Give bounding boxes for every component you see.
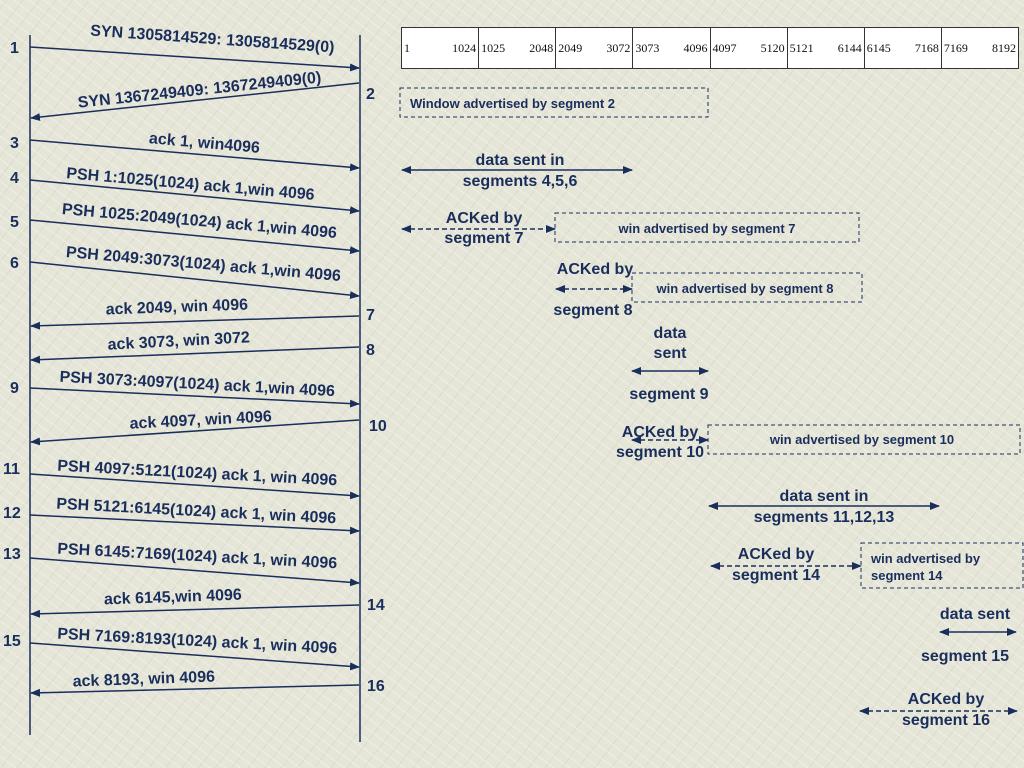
segment-arrow [30,684,360,697]
segment-arrow [30,346,360,364]
window-boxes: Window advertised by segment 2 win adver… [399,87,1024,589]
segment-label: PSH 1:1025(1024) ack 1,win 4096 [66,165,316,204]
segment-number: 13 [3,546,21,563]
annotation-acked-10: segment 10 [616,444,704,461]
segment-label: ack 1, win4096 [148,130,260,157]
segment-message: ack 8193, win 4096 16 [30,669,385,697]
annotation-data-sent-15: segment 15 [921,648,1009,665]
segment-number: 7 [366,307,375,324]
annotation-acked-8: ACKed by [557,261,634,278]
annotation-data-sent-4-5-6: segments 4,5,6 [463,173,578,190]
segment-message: ack 3073, win 3072 8 [30,329,375,364]
annotations: data sent in segments 4,5,6 ACKed by seg… [401,152,1018,729]
annotation-data-sent-11-12-13: data sent in [780,488,869,505]
segment-arrow [29,179,360,215]
window-box-text: win advertised by segment 7 [617,221,795,236]
window-box-text: segment 14 [871,568,943,583]
window-box-text: win advertised by segment 10 [769,432,954,447]
segment-number: 1 [10,40,19,57]
segment-label: ack 8193, win 4096 [72,669,215,691]
annotation-data-sent-11-12-13: segments 11,12,13 [754,509,895,526]
segment-number: 3 [10,135,19,152]
segment-arrow [30,604,360,618]
window-box-text: win advertised by segment 8 [655,281,833,296]
segment-arrow [30,82,360,122]
window-box-text: Window advertised by segment 2 [410,96,615,111]
annotation-acked-7: ACKed by [446,210,523,227]
window-box-text: win advertised by [870,551,981,566]
annotation-data-sent-15: data sent [940,606,1011,623]
annotation-data-sent-9: segment 9 [629,386,708,403]
segment-number: 6 [10,255,19,272]
annotation-acked-16: segment 16 [902,712,990,729]
segment-message: PSH 6145:7169(1024) ack 1, win 4096 13 [3,541,360,587]
segment-number: 14 [367,597,385,614]
annotation-acked-10: ACKed by [622,424,699,441]
annotation-acked-16: ACKed by [908,691,985,708]
segment-arrow [30,315,360,330]
window-box-segment-14 [860,542,1024,589]
segment-number: 16 [367,678,385,695]
segment-message: SYN 1367249409: 1367249409(0)2 [30,69,375,122]
segment-message: PSH 2049:3073(1024) ack 1,win 4096 6 [10,244,360,300]
segment-number: 4 [10,170,19,187]
segment-message: ack 6145,win 4096 14 [30,587,385,618]
annotation-acked-14: segment 14 [732,567,820,584]
segment-arrow [29,219,360,255]
annotation-data-sent-9: sent [654,345,688,362]
window-box-segment-8 [631,272,863,303]
segment-message: ack 1, win4096 3 [10,130,360,172]
segment-number: 10 [369,418,387,435]
segment-label: PSH 6145:7169(1024) ack 1, win 4096 [57,541,338,573]
segment-label: ack 6145,win 4096 [104,587,242,609]
annotation-acked-14: ACKed by [738,546,815,563]
segment-label: ack 3073, win 3072 [107,329,250,353]
annotation-acked-7: segment 7 [444,230,523,247]
segment-number: 11 [3,461,20,478]
segment-message: ack 2049, win 4096 7 [30,297,375,330]
annotation-data-sent-9: data [654,325,687,342]
annotation-data-sent-4-5-6: data sent in [476,152,565,169]
segment-arrow [29,139,360,172]
segment-message: SYN 1305814529: 1305814529(0) 1 [10,22,360,72]
window-box-segment-2 [399,87,709,118]
segment-number: 12 [3,505,21,522]
segment-arrow [29,261,360,300]
segment-arrow [29,473,360,500]
segment-number: 9 [10,380,19,397]
segment-label: ack 4097, win 4096 [129,408,272,432]
segment-number: 8 [366,342,375,359]
segment-arrow [29,557,360,587]
segment-message: PSH 7169:8193(1024) ack 1, win 4096 15 [3,626,360,671]
segment-arrow [29,46,360,72]
segment-label: PSH 2049:3073(1024) ack 1,win 4096 [65,244,341,285]
segment-label: PSH 7169:8193(1024) ack 1, win 4096 [57,626,338,658]
segment-number: 15 [3,633,21,650]
annotation-acked-8: segment 8 [553,302,632,319]
segment-arrow [29,514,360,535]
segment-label: ack 2049, win 4096 [105,297,248,319]
segment-arrow [30,419,360,446]
segment-message: ack 4097, win 4096 10 [30,408,387,446]
segment-number: 5 [10,214,19,231]
segment-arrow [29,642,360,671]
segment-label: SYN 1305814529: 1305814529(0) [90,22,335,56]
segment-number: 2 [366,86,375,103]
segment-arrow [29,387,360,408]
